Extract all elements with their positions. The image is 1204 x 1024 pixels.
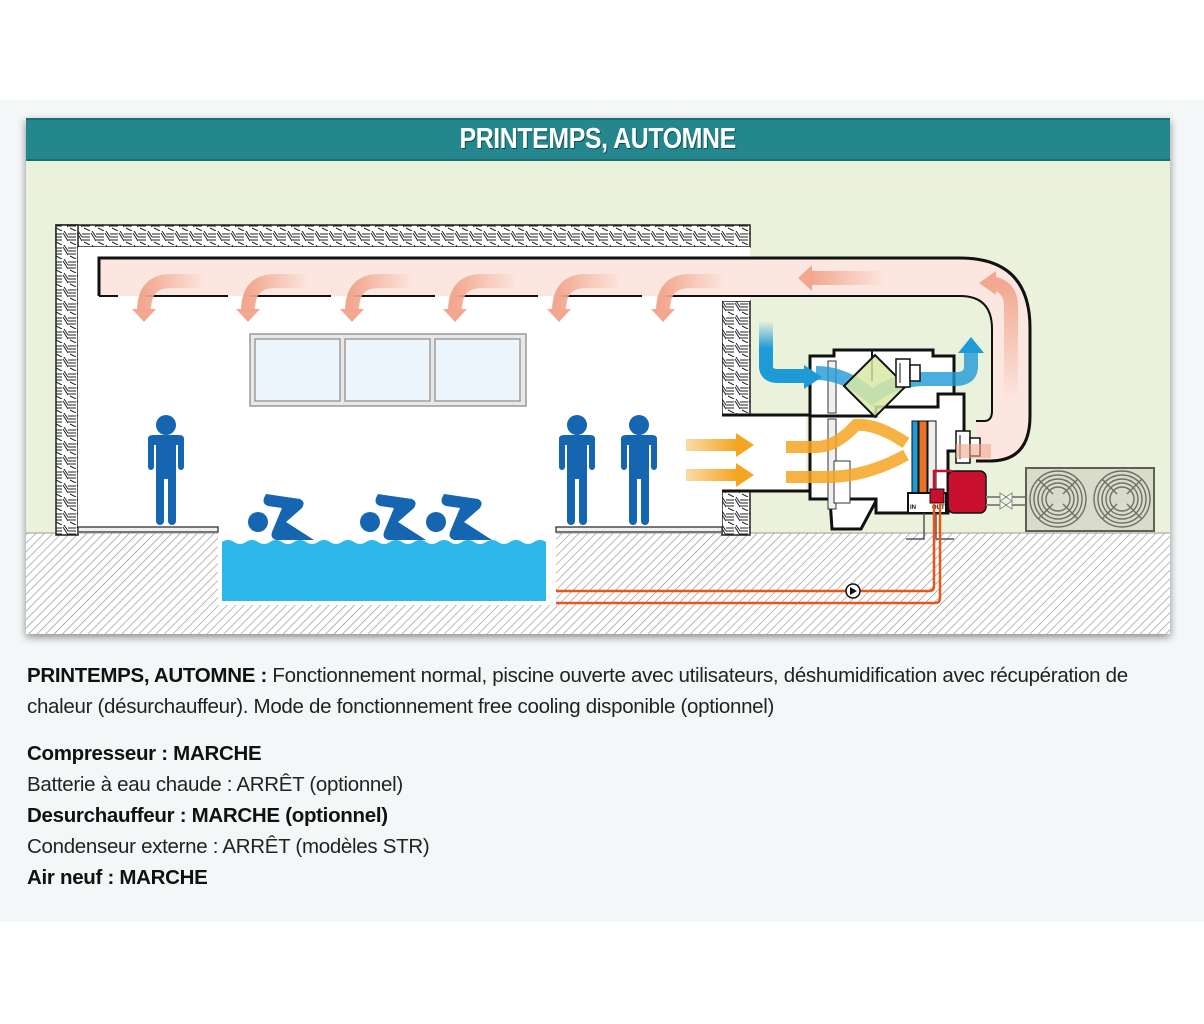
swimmer-icon — [360, 494, 426, 540]
status-fresh-air: Air neuf : MARCHE — [27, 866, 208, 889]
person-icon — [621, 415, 657, 525]
fan-icon — [895, 358, 921, 388]
mode-description: PRINTEMPS, AUTOMNE : Fonctionnement norm… — [27, 660, 1157, 722]
status-external-condenser: Condenseur externe : ARRÊT (modèles STR) — [27, 835, 430, 858]
refrigerant-pipes — [556, 503, 942, 605]
window — [249, 333, 527, 407]
hvac-diagram: IN OUT — [26, 224, 1170, 634]
pool — [218, 533, 556, 605]
status-desuperheater: Desurchauffeur : MARCHE (optionnel) — [27, 804, 388, 827]
supply-arrowheads — [132, 265, 886, 322]
fresh-air-flow — [786, 418, 910, 483]
coil-in-label: IN — [910, 505, 916, 511]
page-title: PRINTEMPS, AUTOMNE — [459, 123, 737, 155]
mode-description-lead: PRINTEMPS, AUTOMNE : — [27, 664, 268, 687]
person-icon — [148, 415, 184, 525]
ground — [26, 533, 1170, 634]
valve-icon — [999, 492, 1013, 510]
status-list: Compresseur : MARCHE Batterie à eau chau… — [27, 738, 430, 893]
diagram-card: PRINTEMPS, AUTOMNE — [26, 118, 1170, 634]
external-condenser-icon — [986, 467, 1155, 532]
supply-air-arrows — [137, 274, 725, 312]
compressor-icon — [929, 469, 987, 514]
swimmer-icon — [248, 494, 314, 540]
swimmer-icon — [426, 494, 492, 540]
mode-description-text: Fonctionnement normal, piscine ouverte a… — [27, 664, 1128, 718]
pump-icon — [845, 583, 861, 599]
title-bar: PRINTEMPS, AUTOMNE — [26, 118, 1170, 161]
coil-out-label: OUT — [932, 505, 945, 511]
person-icon — [559, 415, 595, 525]
status-hot-water-coil: Batterie à eau chaude : ARRÊT (optionnel… — [27, 773, 403, 796]
status-compressor: Compresseur : MARCHE — [27, 742, 262, 765]
